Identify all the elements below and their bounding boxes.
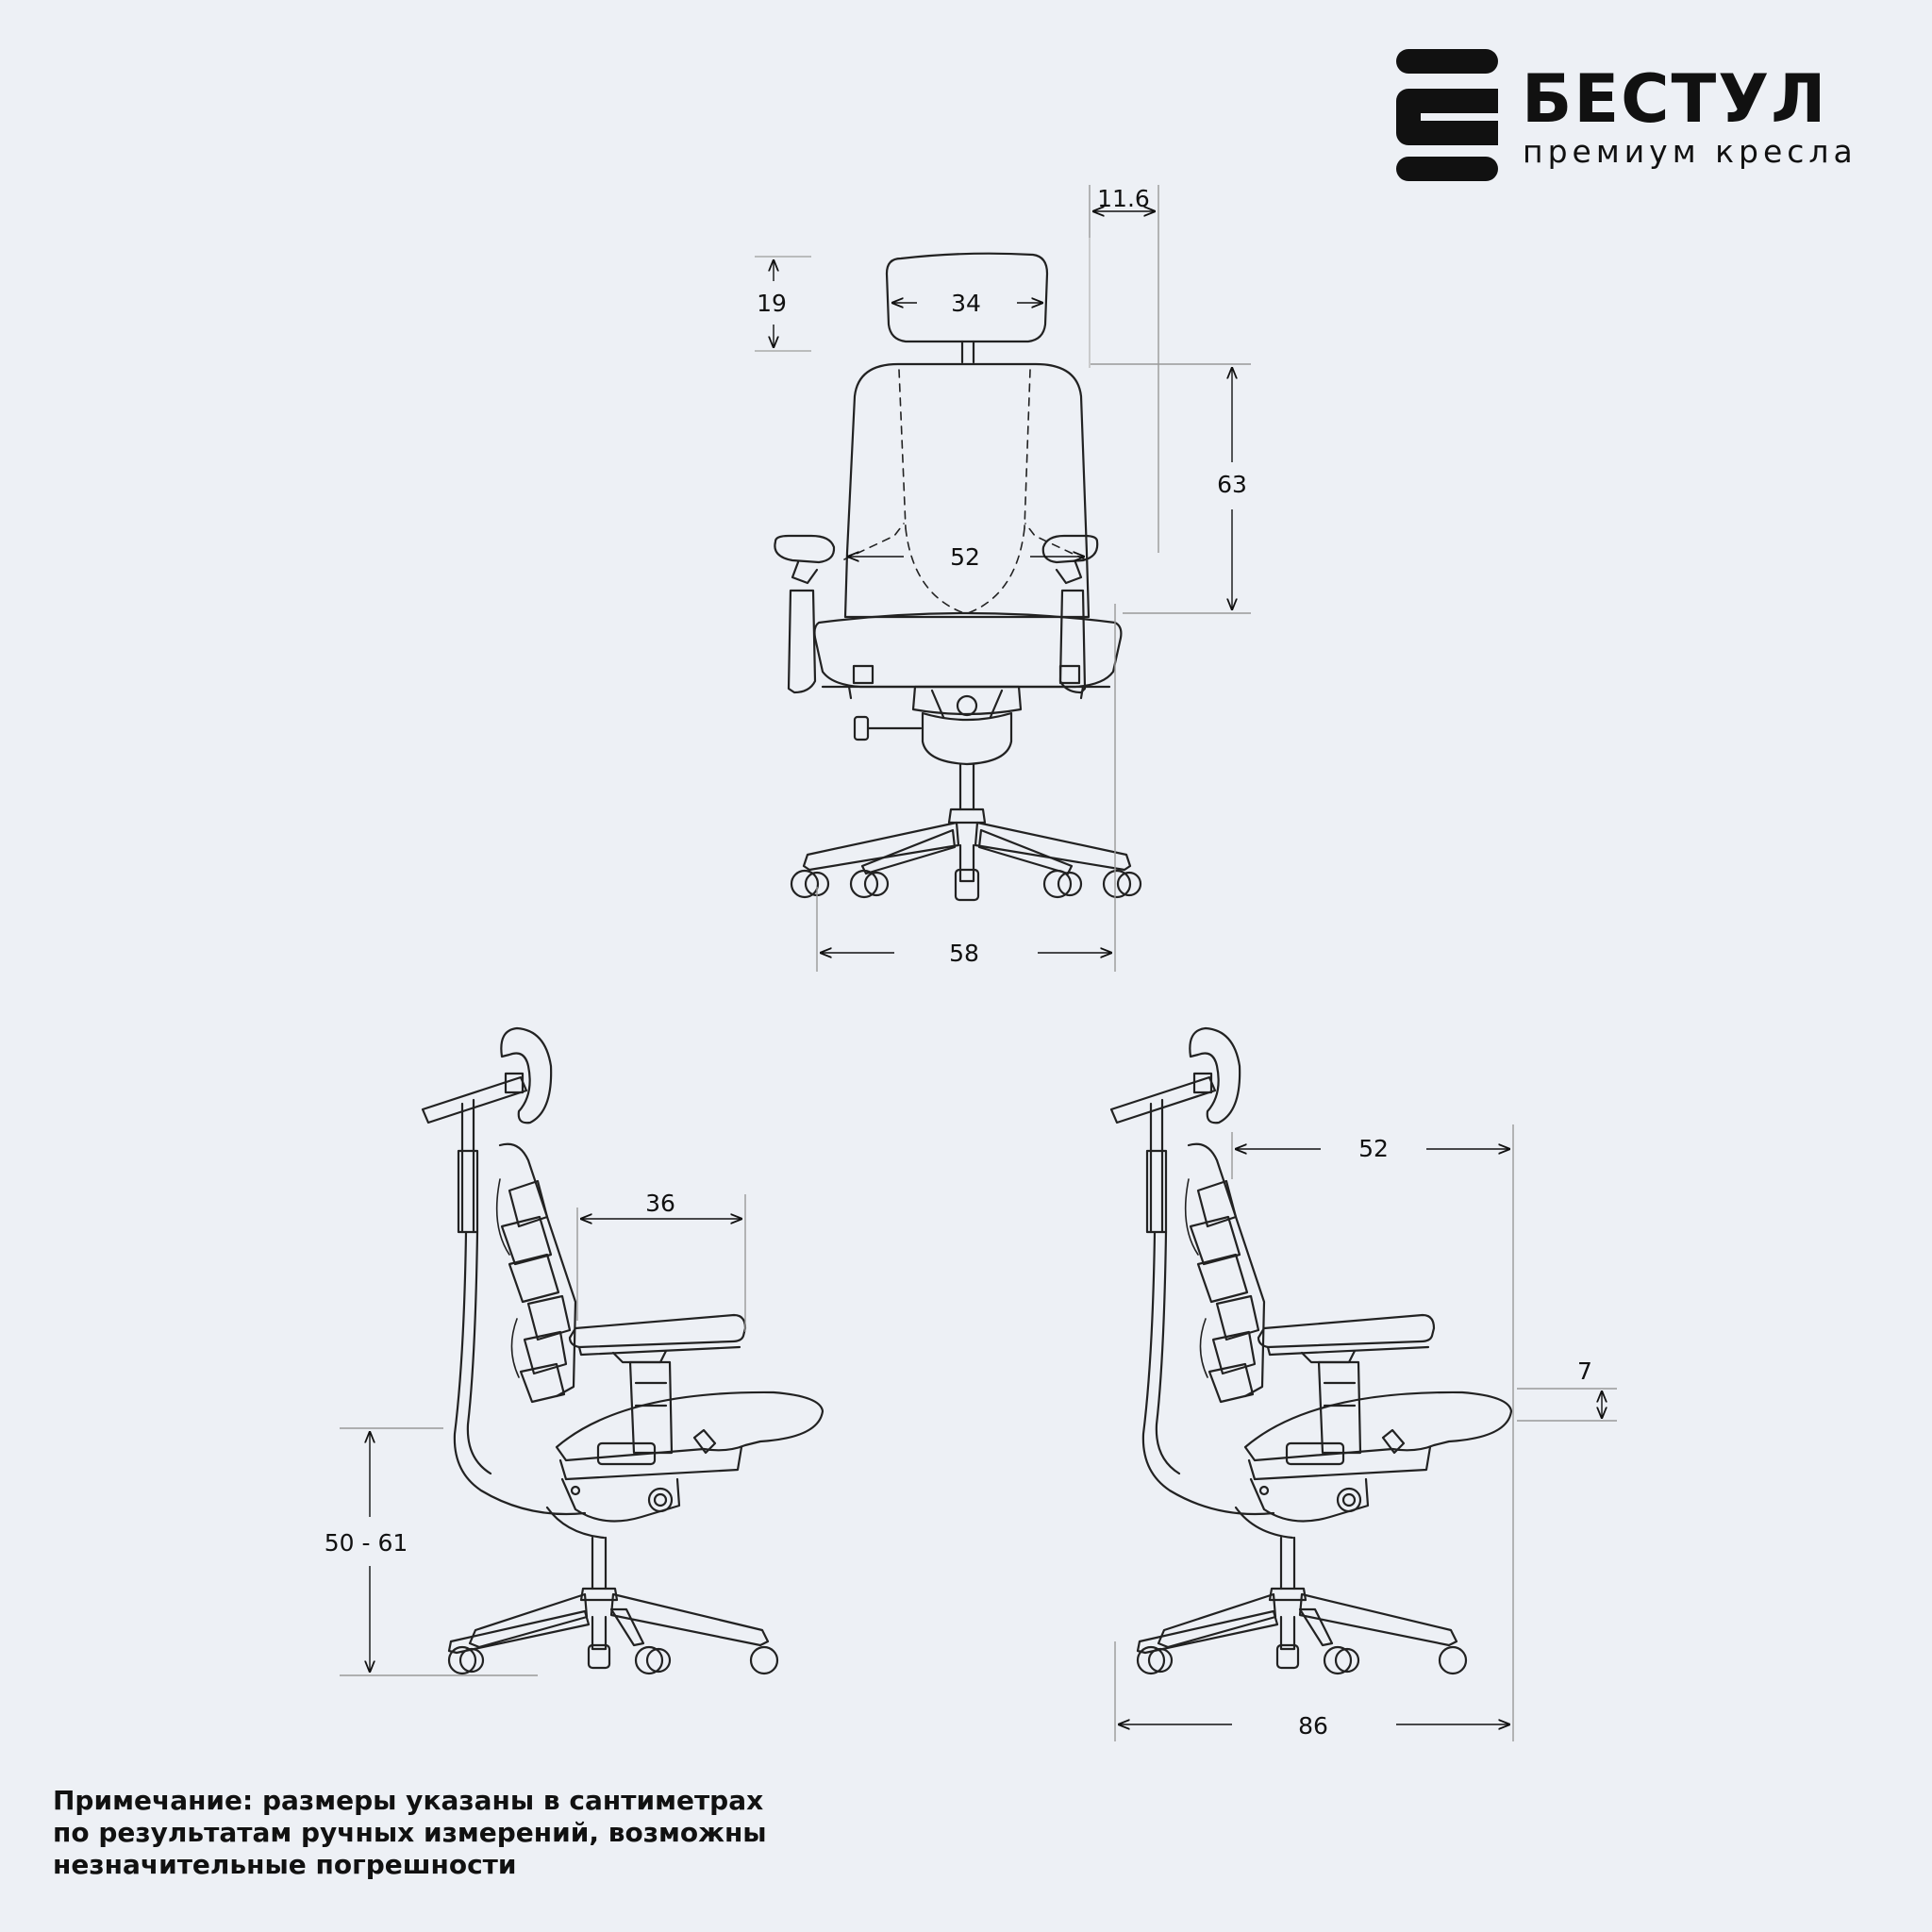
note-line-2: по результатам ручных измерений, возможн…	[53, 1817, 767, 1848]
dim-seat-slope: 7	[1577, 1357, 1592, 1385]
brand-logo: БЕСТУЛ премиум кресла	[1396, 49, 1887, 181]
logo-icon	[1396, 49, 1498, 181]
dim-backrest-width: 52	[950, 543, 980, 571]
dim-headrest-height: 19	[757, 290, 787, 317]
chair-front-view	[774, 252, 1142, 902]
side-right-dimensions	[1114, 1124, 1617, 1741]
front-dimensions	[755, 185, 1251, 972]
side-left-dimensions	[340, 1194, 746, 1676]
dim-armrest-depth: 11.6	[1097, 185, 1150, 212]
measurement-note: Примечание: размеры указаны в сантиметра…	[53, 1785, 767, 1881]
dim-headrest-width: 34	[951, 290, 981, 317]
dim-total-depth: 86	[1298, 1712, 1328, 1740]
brand-name: БЕСТУЛ	[1522, 60, 1828, 138]
note-line-1: Примечание: размеры указаны в сантиметра…	[53, 1785, 764, 1816]
dim-base-width: 58	[949, 940, 979, 967]
chair-side-view-right	[1109, 1026, 1513, 1675]
chair-side-view-left	[421, 1026, 824, 1675]
dim-depth-to-back: 52	[1358, 1135, 1389, 1162]
dim-seat-height: 50 - 61	[325, 1529, 408, 1557]
dim-backrest-height: 63	[1217, 471, 1247, 498]
note-line-3: незначительные погрешности	[53, 1849, 517, 1880]
brand-tagline: премиум кресла	[1523, 133, 1857, 170]
dim-armrest-length: 36	[645, 1190, 675, 1217]
